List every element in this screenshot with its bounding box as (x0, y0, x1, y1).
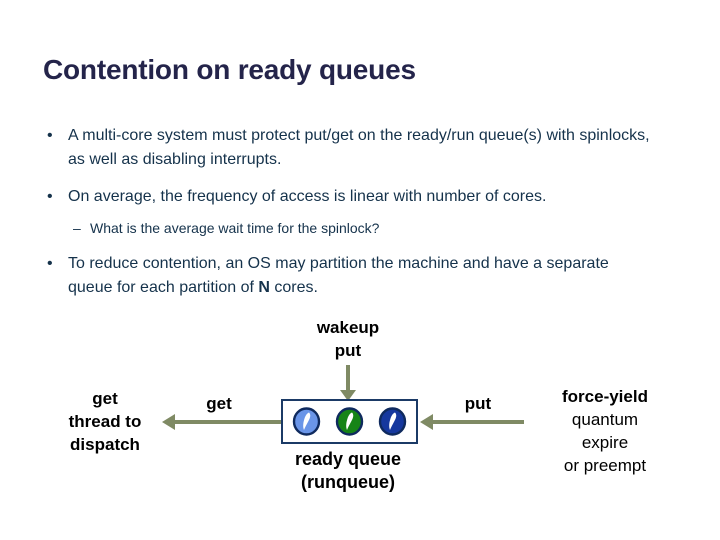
ready-queue-box (281, 399, 418, 444)
bullet-text-1: A multi-core system must protect put/get… (68, 127, 650, 168)
put-arrow-label: put (464, 394, 492, 413)
left-arrow-icon (162, 414, 175, 430)
bullet-item-1: • A multi-core system must protect put/g… (43, 124, 655, 172)
bullet-marker: • (47, 188, 53, 205)
bullet-item-2: • On average, the frequency of access is… (43, 185, 655, 209)
wakeup-label: wakeup (316, 318, 380, 337)
sub-bullet-item: – What is the average wait time for the … (73, 218, 655, 238)
slide-title: Contention on ready queues (43, 54, 416, 85)
dispatch-caption: get thread to dispatch (69, 387, 142, 456)
dispatch-caption-line3: dispatch (70, 435, 140, 454)
thread-icon (292, 407, 321, 436)
dispatch-caption-line1: get (92, 389, 118, 408)
sub-bullet-marker: – (73, 220, 81, 236)
preempt-caption-line1: force-yield (562, 387, 648, 406)
sub-bullet-text: What is the average wait time for the sp… (90, 220, 380, 236)
get-arrow-label: get (206, 394, 232, 413)
dispatch-caption-line2: thread to (68, 412, 142, 431)
thread-glyph (303, 412, 311, 430)
bullet-marker: • (47, 255, 53, 272)
preempt-caption-line2: quantum expire (571, 410, 639, 452)
bullet-text-3-post: cores. (269, 279, 318, 296)
put-top-label: put (334, 341, 362, 360)
down-arrow-shaft (346, 365, 350, 390)
queue-caption-line1: ready queue (294, 449, 402, 469)
bullet-item-3: • To reduce contention, an OS may partit… (43, 252, 655, 300)
preempt-caption-line3: or preempt (563, 456, 647, 475)
bullet-list: • A multi-core system must protect put/g… (43, 124, 655, 300)
preempt-caption: force-yield quantum expire or preempt (548, 385, 663, 477)
right-arrow-shaft (433, 420, 524, 424)
thread-icon (335, 407, 364, 436)
bullet-marker: • (47, 127, 53, 144)
bullet-text-3-bold-n: N (258, 279, 270, 296)
queue-caption: ready queue (runqueue) (295, 448, 401, 494)
ready-queue-diagram: wakeup put get put ready queue (runqueue… (0, 310, 720, 540)
bullet-text-2: On average, the frequency of access is l… (68, 188, 547, 205)
down-arrow-icon (340, 390, 356, 401)
bullet-text-3: To reduce contention, an OS may partitio… (68, 252, 655, 300)
thread-glyph (346, 412, 354, 430)
right-arrow-icon (420, 414, 433, 430)
queue-caption-line2: (runqueue) (300, 472, 395, 492)
bullet-text-3-pre: To reduce contention, an OS may partitio… (68, 255, 609, 296)
left-arrow-shaft (175, 420, 281, 424)
wakeup-put-label: wakeup put (317, 316, 379, 362)
thread-icon (378, 407, 407, 436)
thread-glyph (389, 412, 397, 430)
